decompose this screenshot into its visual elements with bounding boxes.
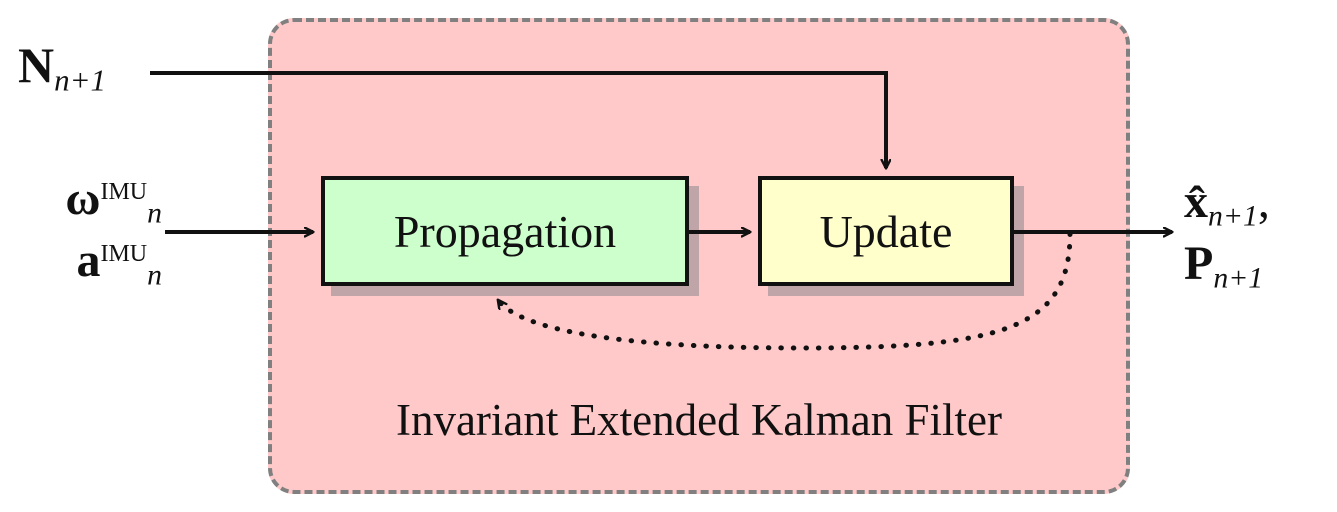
label-omega-superscript: IMU — [100, 179, 148, 206]
label-imu-omega: ωIMUn — [22, 175, 162, 237]
label-n-subscript: n+1 — [54, 62, 107, 98]
update-block[interactable]: Update — [758, 176, 1014, 286]
label-accel-superscript: IMU — [100, 241, 148, 268]
label-accel-subscript: n — [147, 258, 162, 292]
label-xhat-symbol: x̂ — [1184, 175, 1208, 228]
label-imu-accel: aIMUn — [22, 237, 162, 299]
propagation-block[interactable]: Propagation — [321, 176, 689, 286]
filter-caption: Invariant Extended Kalman Filter — [395, 395, 1003, 445]
label-n-symbol: N — [18, 37, 55, 93]
label-imu-inputs: ωIMUn aIMUn — [22, 175, 162, 299]
label-xhat-subscript: n+1 — [1208, 199, 1258, 233]
label-state-estimate: x̂n+1, — [1184, 178, 1270, 240]
label-xhat-comma: , — [1257, 175, 1270, 228]
label-omega-subscript: n — [147, 196, 162, 230]
label-p-symbol: P — [1184, 237, 1214, 290]
label-accel-symbol: a — [76, 234, 101, 287]
label-outputs: x̂n+1, Pn+1 — [1184, 178, 1270, 302]
label-covariance: Pn+1 — [1184, 240, 1270, 302]
label-p-subscript: n+1 — [1213, 261, 1264, 295]
label-omega-symbol: ω — [65, 172, 101, 225]
label-measurement-input: Nn+1 — [18, 37, 106, 96]
